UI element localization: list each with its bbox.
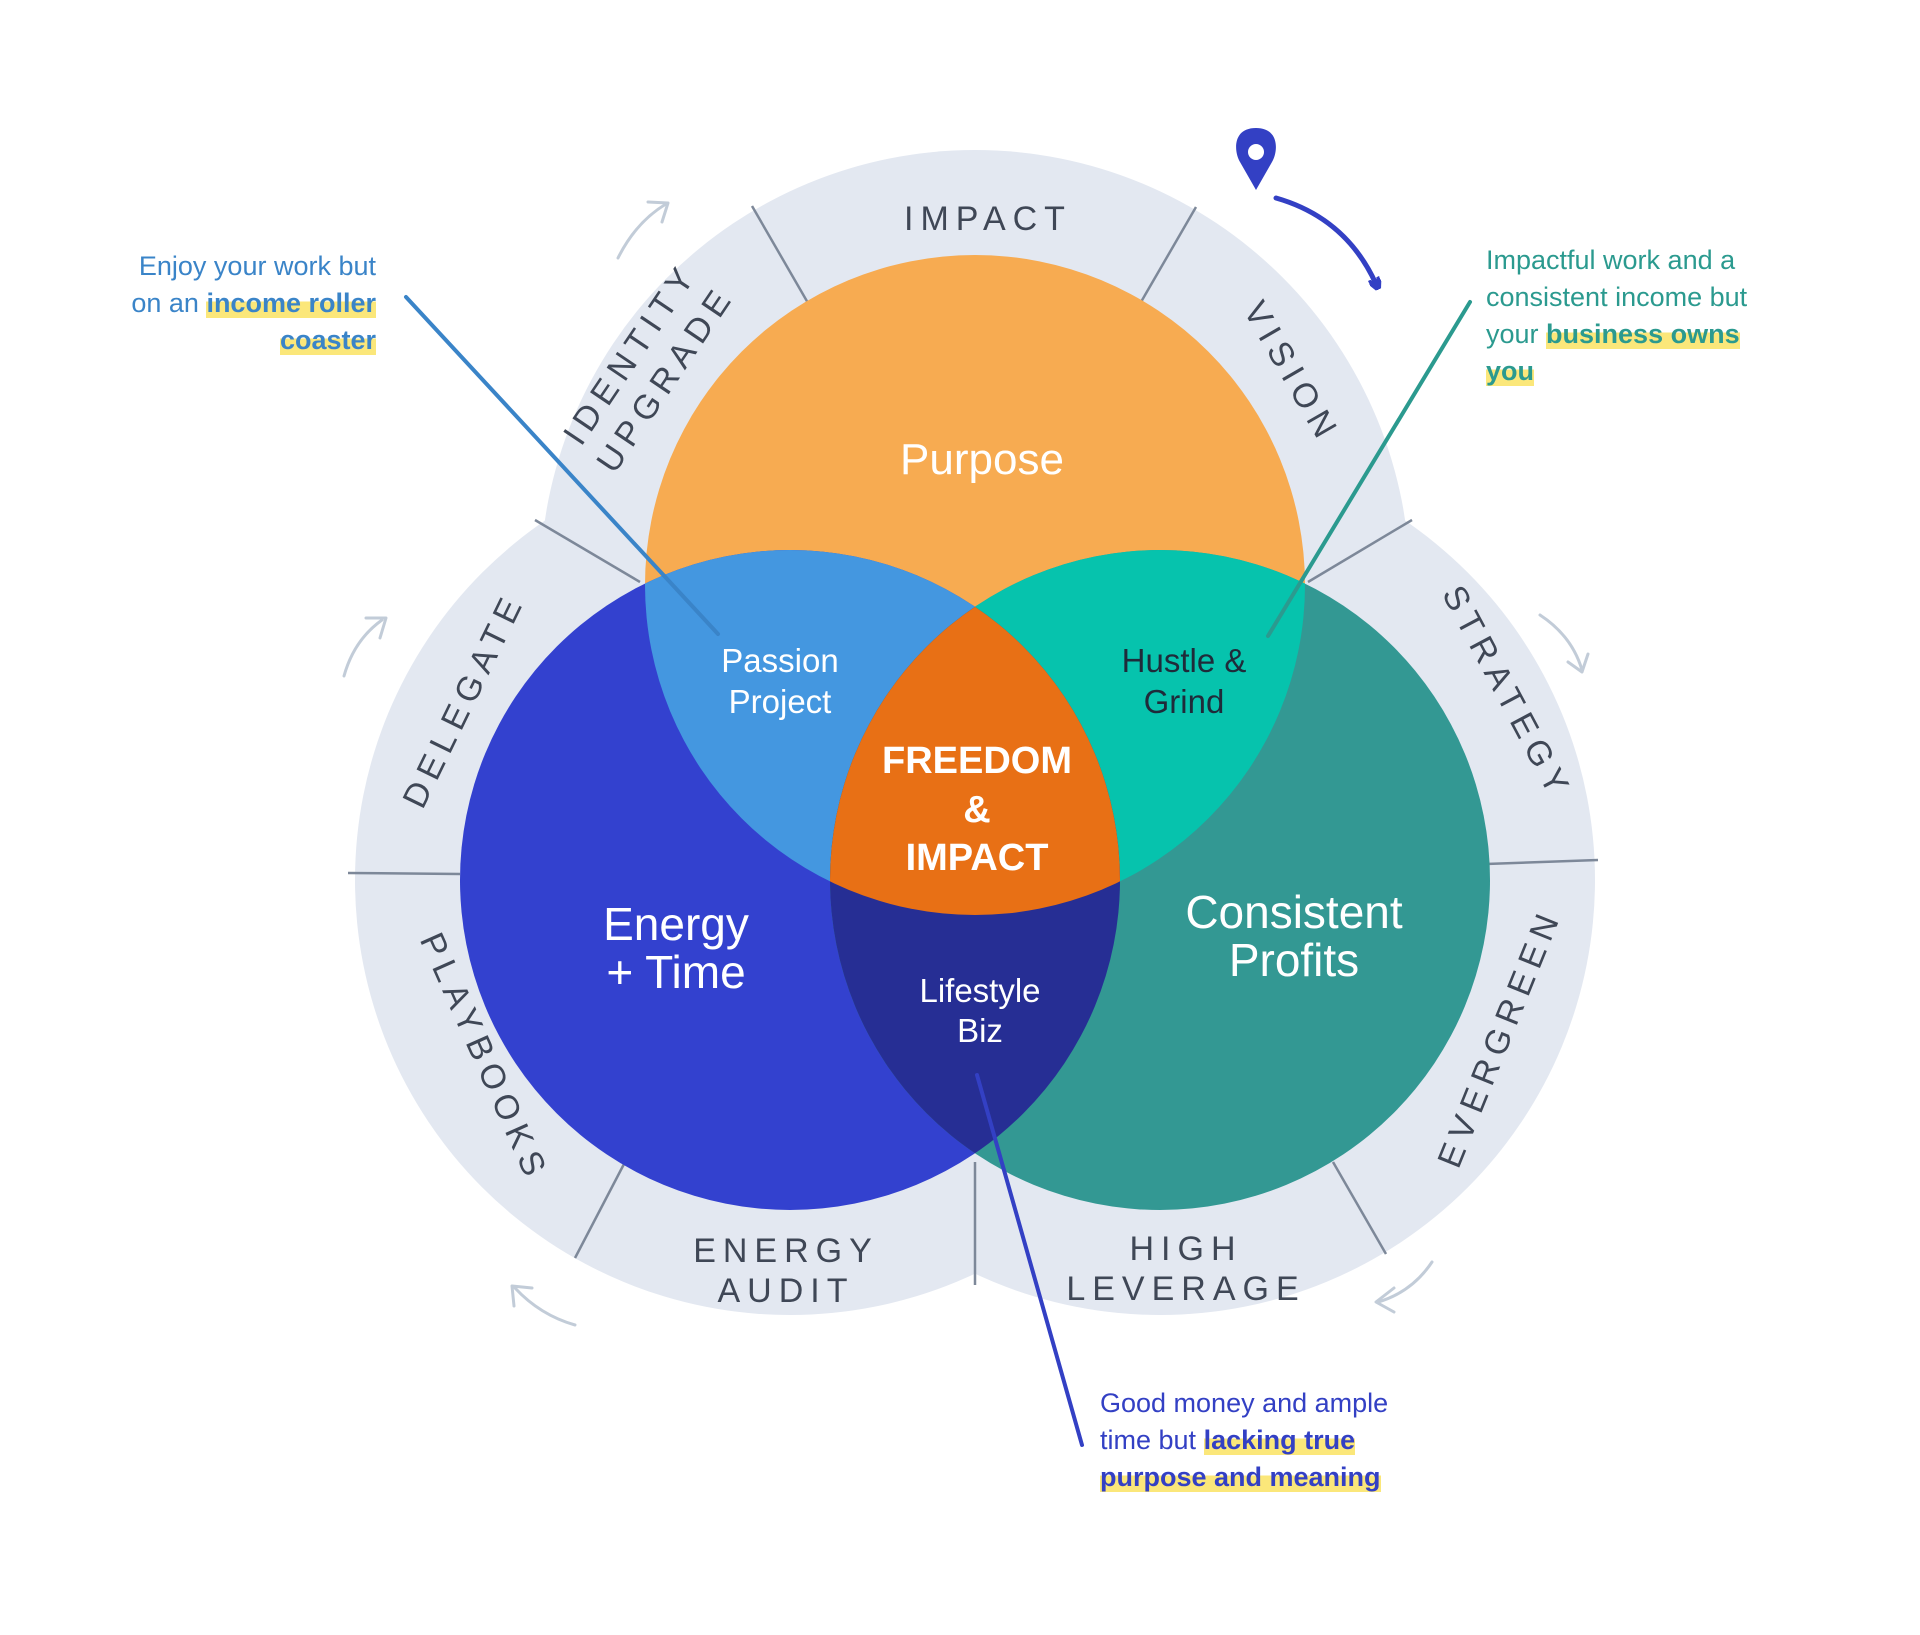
label-lifestyle-line1: Lifestyle [919,972,1040,1009]
label-passion-line1: Passion [721,642,838,679]
ring-label-leverage: LEVERAGE [1066,1270,1305,1308]
callout-note-left: Enjoy your work but on an income roller … [110,248,376,359]
note-left-highlight: income roller coaster [206,288,376,355]
note-right-text: Impactful work and a consistent income b… [1486,245,1748,349]
divider-4 [1307,518,1413,584]
curved-arrow-icon [1273,195,1376,284]
label-hustle-line2: Grind [1144,683,1225,720]
callout-line-right [1266,300,1472,638]
location-pin-icon [1236,128,1276,190]
cycle-arrow-icon [1538,613,1590,674]
ring-dividers [347,205,1599,1285]
callout-note-bottom: Good money and ample time but lacking tr… [1100,1385,1420,1496]
cycle-arrow-icon [1374,1260,1434,1314]
cycle-arrow-icon [342,616,388,678]
label-center-line1: FREEDOM [882,740,1072,782]
label-profits-line1: Consistent [1185,886,1403,938]
label-energy-line1: Energy [603,898,749,950]
label-energy-line2: + Time [606,946,745,998]
divider-5 [347,871,461,876]
region-freedom-impact [830,550,1120,915]
callout-note-right: Impactful work and a consistent income b… [1486,242,1786,390]
callout-line-bottom [975,1073,1084,1447]
label-center-line2: & [963,789,990,831]
ring-label-audit: AUDIT [718,1272,855,1310]
divider-6 [1485,858,1599,866]
label-profits-line2: Profits [1229,934,1359,986]
callout-line-left [404,295,720,636]
label-purpose: Purpose [900,435,1064,484]
label-hustle-line1: Hustle & [1122,642,1247,679]
note-left-text: Enjoy your work but on an [131,251,376,318]
divider-1 [750,205,810,304]
ring-label-high: HIGH [1130,1230,1243,1268]
ring-label-impact: IMPACT [904,200,1072,238]
label-lifestyle-line2: Biz [957,1012,1003,1049]
cycle-arrows [342,200,1590,1327]
label-passion-line2: Project [729,683,832,720]
divider-2 [1139,206,1198,303]
divider-7 [573,1163,626,1259]
divider-3 [534,518,641,584]
divider-8 [1331,1161,1388,1255]
ring-label-energy: ENERGY [693,1232,879,1270]
cycle-arrow-icon [616,200,670,260]
cycle-arrow-icon [510,1284,577,1327]
label-center-line3: IMPACT [906,837,1049,879]
note-bottom-text: Good money and ample time but [1100,1388,1389,1455]
